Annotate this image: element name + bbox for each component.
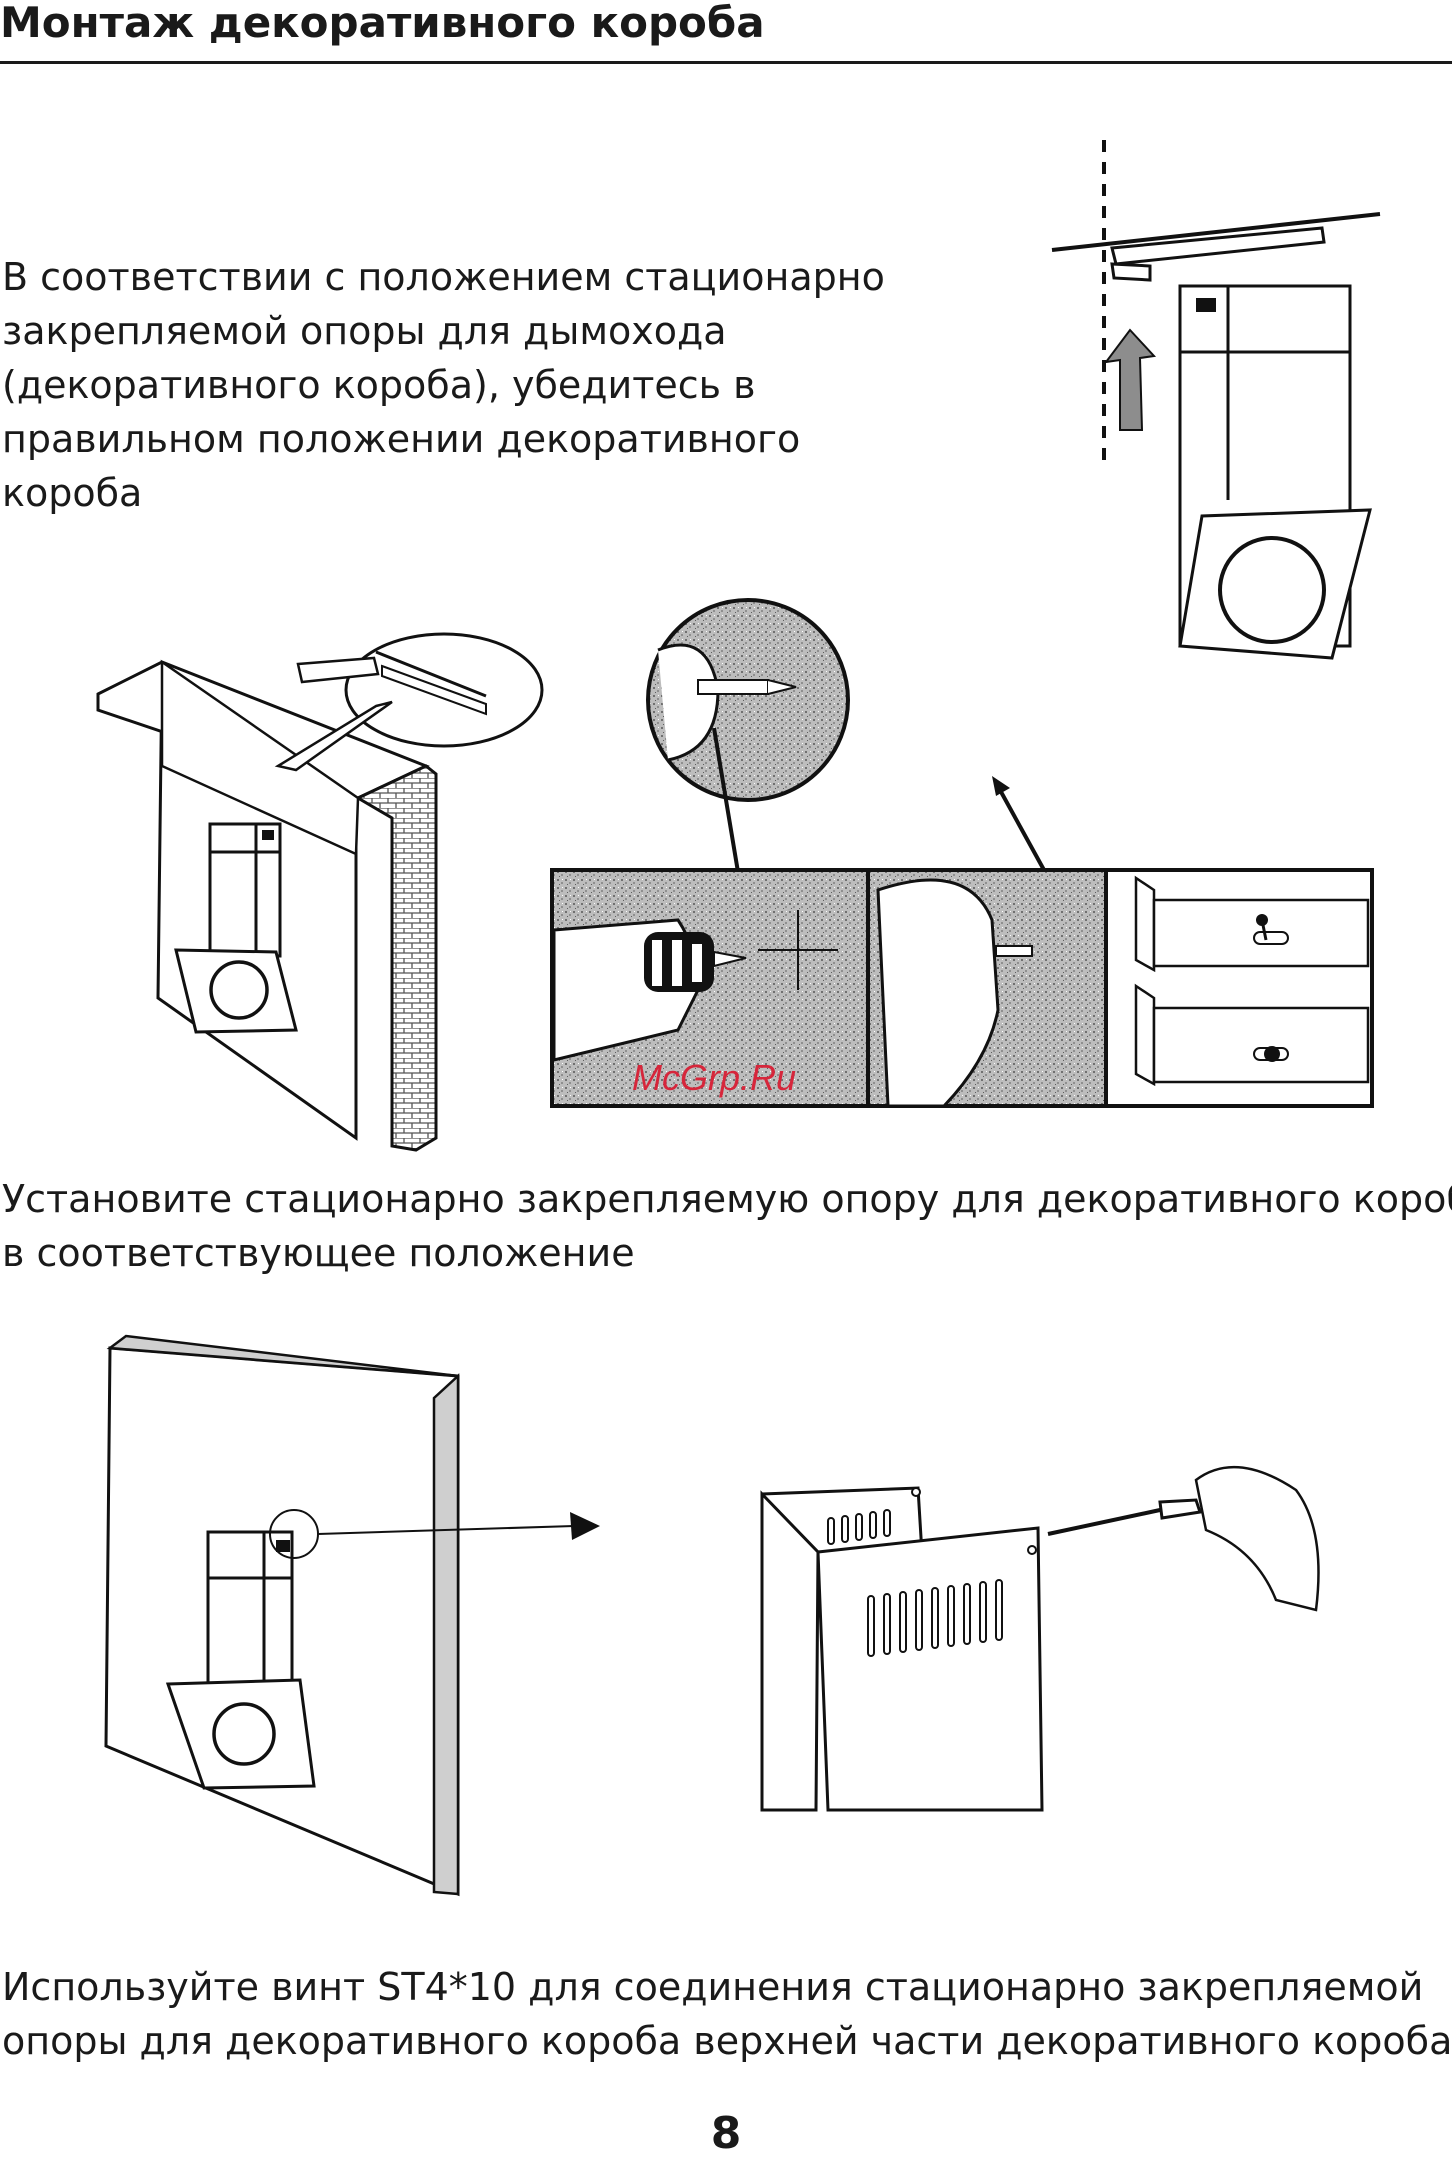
step1-line: В соответствии с положением стационарно	[2, 255, 885, 299]
step1-line: короба	[2, 471, 143, 515]
step1-line: закрепляемой опоры для дымохода	[2, 309, 727, 353]
step1-line: правильном положении декоративного	[2, 417, 801, 461]
drilling-sequence-figure	[550, 598, 1374, 1108]
page-number: 8	[710, 2108, 742, 2159]
page-title: Монтаж декоративного короба	[0, 0, 1452, 64]
step3-line: Используйте винт ST4*10 для соединения с…	[2, 1965, 1424, 2009]
step1-line: (декоративного короба), убедитесь в	[2, 363, 756, 407]
step2-line: Установите стационарно закрепляемую опор…	[2, 1177, 1452, 1221]
chimney-screw-figure	[760, 1465, 1320, 1812]
step3-text: Используйте винт ST4*10 для соединения с…	[2, 1960, 1452, 2068]
watermark: McGrp.Ru	[632, 1057, 797, 1098]
wall-bracket-figure	[96, 632, 544, 1152]
step2-line: в соответствующее положение	[2, 1231, 635, 1275]
wall-hood-figure	[104, 1334, 600, 1897]
step1-text: В соответствии с положением стационарно …	[2, 250, 885, 520]
step2-text: Установите стационарно закрепляемую опор…	[2, 1172, 1452, 1280]
step3-line: опоры для декоративного короба верхней ч…	[2, 2019, 1452, 2063]
hood-ceiling-figure	[1051, 140, 1381, 660]
